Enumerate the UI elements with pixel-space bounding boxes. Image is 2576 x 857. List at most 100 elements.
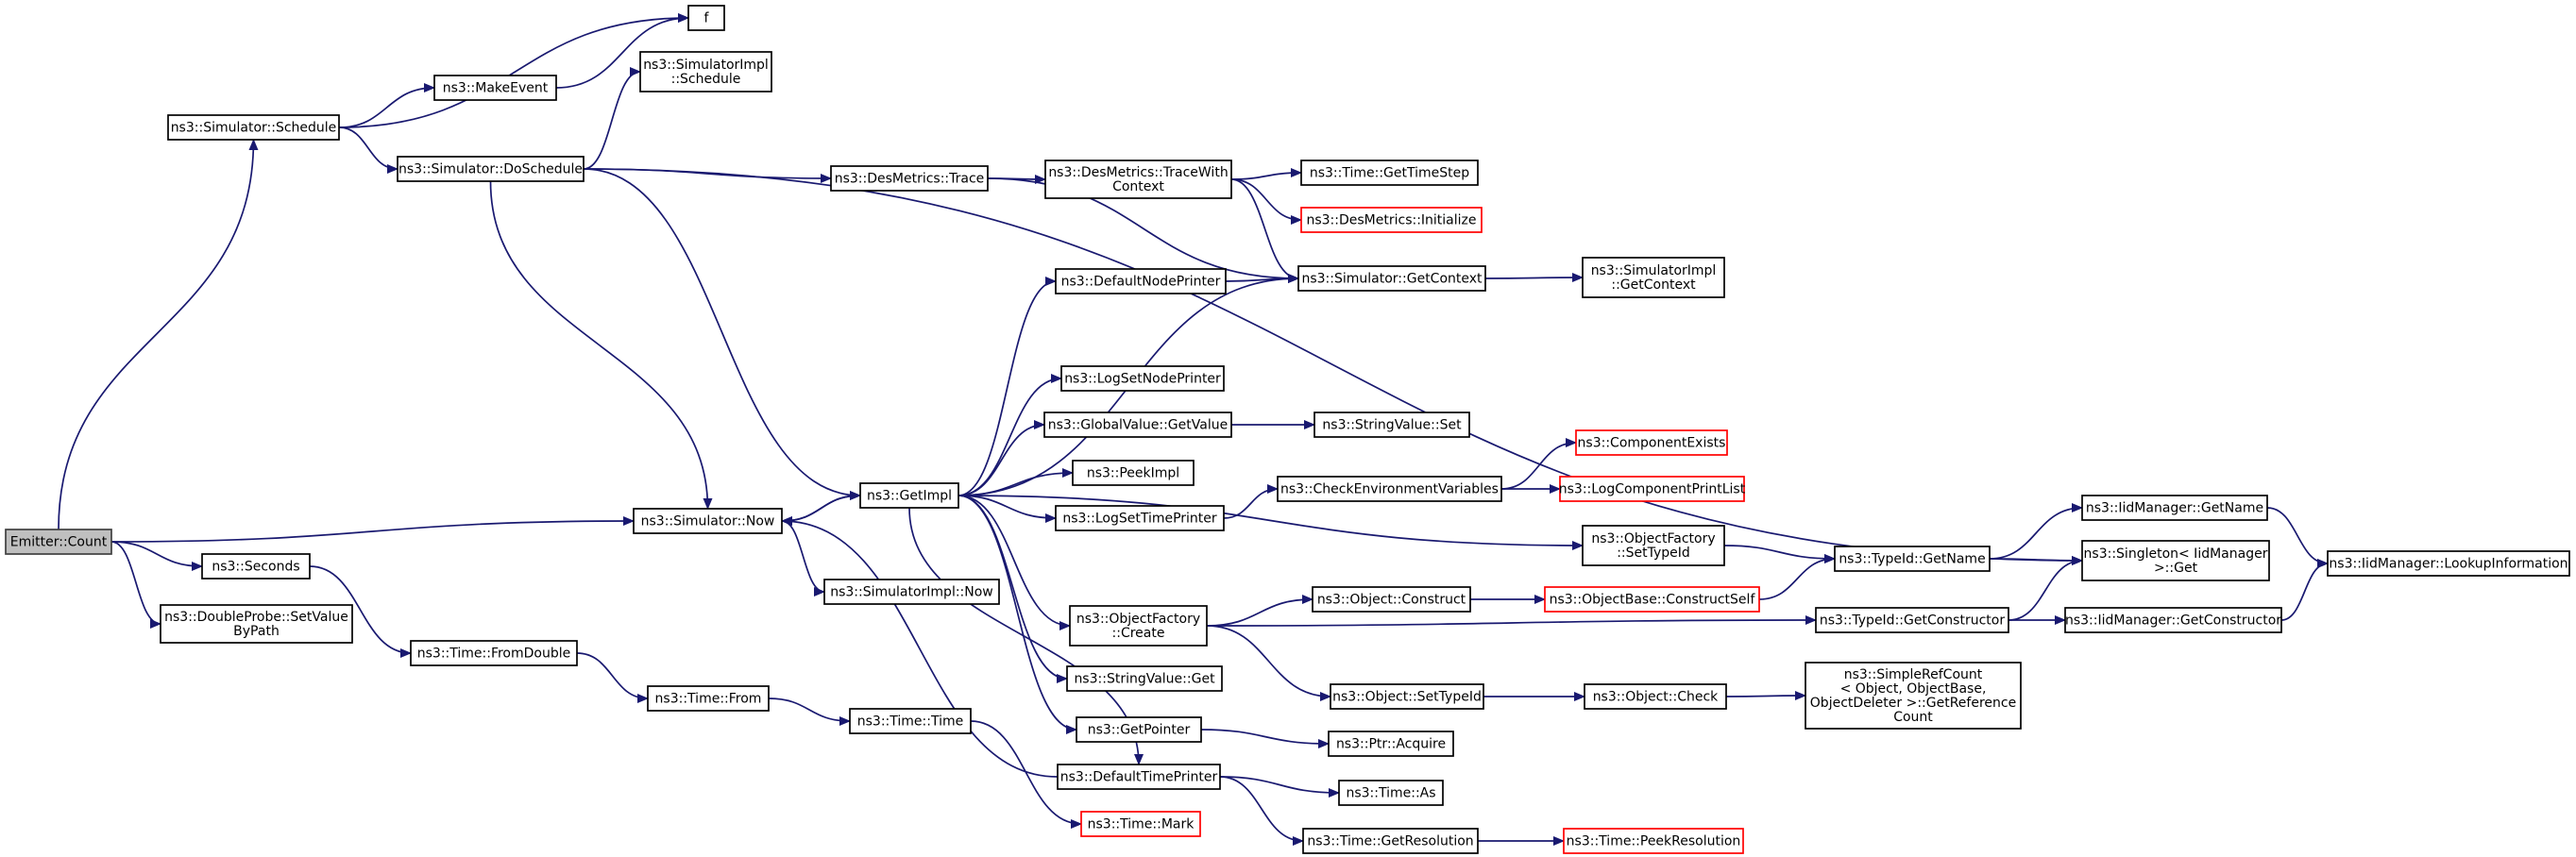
node-box — [1584, 683, 1727, 710]
node-label: ns3::SimpleRefCount — [1844, 667, 1983, 682]
node-typeid_getname[interactable]: ns3::TypeId::GetName — [1834, 546, 1991, 572]
node-box — [1338, 780, 1444, 806]
node-sim_getcontext[interactable]: ns3::Simulator::GetContext — [1297, 265, 1486, 292]
node-label: ns3::DesMetrics::TraceWith — [1048, 165, 1228, 180]
node-time_fromdouble[interactable]: ns3::Time::FromDouble — [410, 640, 578, 666]
edge-sim_doschedule-to-singleton_get — [583, 168, 2083, 565]
node-objfactory_create[interactable]: ns3::ObjectFactory::Create — [1069, 605, 1208, 647]
node-objectbase_constructself[interactable]: ns3::ObjectBase::ConstructSelf — [1544, 586, 1760, 613]
node-object_construct[interactable]: ns3::Object::Construct — [1312, 586, 1471, 613]
edge-sim_now-to-simimpl_now — [781, 520, 825, 597]
edge-typeid_getname-to-iidmanager_getname — [1989, 503, 2083, 560]
node-seconds[interactable]: ns3::Seconds — [201, 553, 311, 580]
node-simimpl_schedule[interactable]: ns3::SimulatorImpl::Schedule — [639, 51, 772, 92]
node-globalvalue_getvalue[interactable]: ns3::GlobalValue::GetValue — [1043, 412, 1232, 438]
node-box — [639, 51, 772, 92]
node-check_env_vars[interactable]: ns3::CheckEnvironmentVariables — [1277, 476, 1502, 502]
node-box — [849, 708, 972, 734]
edge-getimpl-to-logset_time_printer — [958, 495, 1057, 523]
node-label: ns3::Object::Construct — [1317, 593, 1466, 608]
node-box — [1544, 586, 1760, 613]
node-peekimpl[interactable]: ns3::PeekImpl — [1072, 460, 1195, 486]
node-label: ns3::Simulator::DoSchedule — [398, 162, 583, 177]
edge-sim_doschedule-to-getimpl — [583, 168, 861, 500]
node-time_from[interactable]: ns3::Time::From — [647, 685, 770, 712]
node-emitter_count[interactable]: Emitter::Count — [5, 529, 112, 555]
node-getimpl[interactable]: ns3::GetImpl — [859, 482, 959, 509]
node-label: ns3::CheckEnvironmentVariables — [1280, 482, 1499, 497]
node-typeid_getconstructor[interactable]: ns3::TypeId::GetConstructor — [1815, 607, 2009, 633]
node-time_peekresolution[interactable]: ns3::Time::PeekResolution — [1563, 828, 1744, 854]
edge-logset_time_printer-to-check_env_vars — [1223, 484, 1279, 519]
node-simplerefcount[interactable]: ns3::SimpleRefCount< Object, ObjectBase,… — [1805, 662, 2022, 730]
edge-default_time_printer-to-sim_now — [781, 516, 1059, 778]
node-label: ns3::Object::SetTypeId — [1332, 690, 1482, 705]
node-simimpl_getcontext[interactable]: ns3::SimulatorImpl::GetContext — [1582, 257, 1725, 298]
node-label: ns3::GlobalValue::GetValue — [1048, 418, 1228, 433]
node-sim_doschedule[interactable]: ns3::Simulator::DoSchedule — [397, 156, 585, 182]
node-iidmanager_getname[interactable]: ns3::IidManager::GetName — [2081, 495, 2268, 521]
node-default_node_printer[interactable]: ns3::DefaultNodePrinter — [1055, 268, 1227, 294]
node-component_exists[interactable]: ns3::ComponentExists — [1575, 429, 1728, 456]
node-time_gettimestep[interactable]: ns3::Time::GetTimeStep — [1300, 160, 1479, 186]
edge-objfactory_settypeid-to-typeid_getname — [1723, 545, 1836, 563]
node-desmetrics_init[interactable]: ns3::DesMetrics::Initialize — [1300, 207, 1483, 233]
edge-sim_schedule-to-make_event — [338, 83, 435, 128]
node-object_settypeid[interactable]: ns3::Object::SetTypeId — [1330, 683, 1484, 710]
node-box — [1057, 764, 1221, 790]
edge-sim_doschedule-to-desmetrics_trace — [583, 168, 832, 183]
node-logset_time_printer[interactable]: ns3::LogSetTimePrinter — [1055, 505, 1225, 531]
node-label: ns3::Singleton< IidManager — [2084, 546, 2268, 562]
node-box — [397, 156, 585, 182]
node-getpointer[interactable]: ns3::GetPointer — [1076, 716, 1202, 743]
node-label: ns3::TypeId::GetConstructor — [1820, 613, 2005, 629]
node-sim_now[interactable]: ns3::Simulator::Now — [633, 508, 783, 534]
node-box — [433, 75, 557, 101]
node-box — [1069, 605, 1208, 647]
edge-emitter_count-to-seconds — [110, 541, 203, 571]
edge-default_time_printer-to-time_getresolution — [1219, 776, 1304, 846]
node-box — [1066, 665, 1223, 692]
node-desmetrics_trace[interactable]: ns3::DesMetrics::Trace — [830, 165, 989, 192]
edge-time_time-to-time_mark — [970, 720, 1082, 829]
node-stringvalue_set[interactable]: ns3::StringValue::Set — [1313, 412, 1470, 438]
node-logcomp_printlist[interactable]: ns3::LogComponentPrintList — [1559, 476, 1746, 502]
node-logset_node_printer[interactable]: ns3::LogSetNodePrinter — [1060, 365, 1225, 392]
node-time_time[interactable]: ns3::Time::Time — [849, 708, 972, 734]
node-label: ns3::ComponentExists — [1578, 436, 1726, 451]
node-time_mark[interactable]: ns3::Time::Mark — [1080, 811, 1201, 837]
node-box — [2327, 550, 2570, 577]
node-sim_schedule[interactable]: ns3::Simulator::Schedule — [167, 114, 340, 141]
edge-getimpl-to-peekimpl — [958, 468, 1074, 496]
node-box — [1582, 257, 1725, 298]
node-box — [1559, 476, 1745, 502]
node-default_time_printer[interactable]: ns3::DefaultTimePrinter — [1057, 764, 1221, 790]
node-object_check[interactable]: ns3::Object::Check — [1584, 683, 1727, 710]
edge-sim_now-to-getimpl — [781, 491, 861, 522]
node-singleton_get[interactable]: ns3::Singleton< IidManager >::Get — [2081, 540, 2270, 581]
node-label: ns3::Time::PeekResolution — [1567, 834, 1741, 849]
node-label: ns3::LogComponentPrintList — [1559, 482, 1746, 497]
node-box — [1834, 546, 1991, 572]
node-time_getresolution[interactable]: ns3::Time::GetResolution — [1302, 828, 1479, 854]
node-box — [410, 640, 578, 666]
node-stringvalue_get[interactable]: ns3::StringValue::Get — [1066, 665, 1223, 692]
node-iidmanager_lookup[interactable]: ns3::IidManager::LookupInformation — [2327, 550, 2570, 577]
node-label: ns3::GetPointer — [1088, 723, 1191, 738]
node-make_event[interactable]: ns3::MakeEvent — [433, 75, 557, 101]
node-time_as[interactable]: ns3::Time::As — [1338, 780, 1444, 806]
node-box — [1076, 716, 1202, 743]
edge-getimpl-to-default_node_printer — [958, 277, 1057, 496]
node-f[interactable]: f — [687, 5, 725, 31]
edge-getimpl-to-objfactory_create — [958, 495, 1071, 630]
node-ptr_acquire[interactable]: ns3::Ptr::Acquire — [1328, 731, 1454, 757]
node-box — [1072, 460, 1195, 486]
node-iidmanager_getconstructor[interactable]: ns3::IidManager::GetConstructor — [2064, 607, 2282, 633]
node-label: ::Schedule — [671, 72, 741, 87]
edge-time_from-to-time_time — [768, 697, 851, 726]
node-objfactory_settypeid[interactable]: ns3::ObjectFactory::SetTypeId — [1582, 525, 1725, 566]
node-simimpl_now[interactable]: ns3::SimulatorImpl::Now — [823, 579, 1000, 605]
edge-iidmanager_getname-to-iidmanager_lookup — [2266, 507, 2329, 568]
